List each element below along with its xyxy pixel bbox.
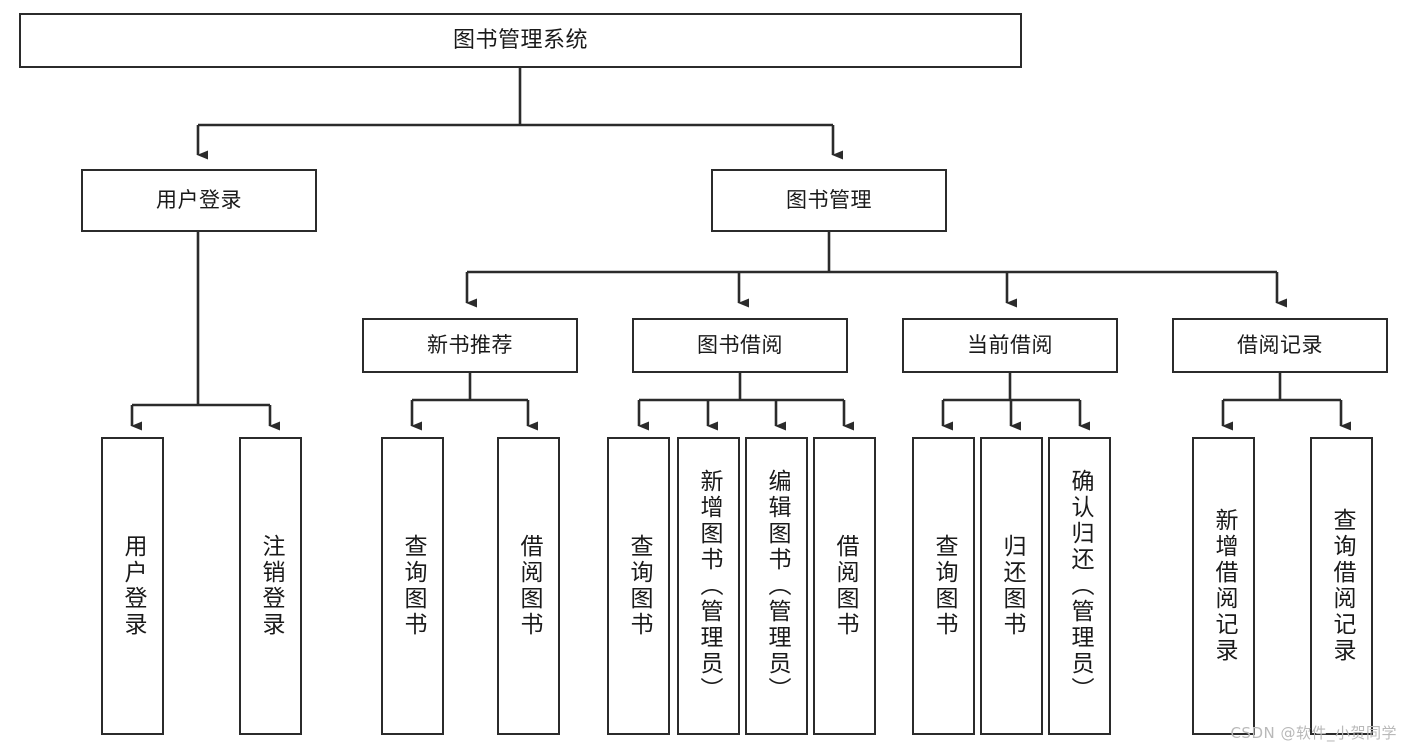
node-root-system[interactable]: 图书管理系统 (19, 13, 1022, 68)
node-label: 查询借阅记录 (1329, 508, 1355, 664)
node-borrow-record[interactable]: 借阅记录 (1172, 318, 1388, 373)
node-label: 当前借阅 (967, 333, 1053, 358)
leaf-record-add-record[interactable]: 新增借阅记录 (1192, 437, 1255, 735)
leaf-user-login-logout[interactable]: 注销登录 (239, 437, 302, 735)
node-label: 借阅记录 (1237, 333, 1323, 358)
node-label: 图书管理系统 (452, 27, 588, 53)
leaf-current-return-book[interactable]: 归还图书 (980, 437, 1043, 735)
leaf-current-query-book[interactable]: 查询图书 (912, 437, 975, 735)
node-label: 借阅图书 (516, 534, 542, 638)
node-label: 查询图书 (626, 534, 652, 638)
node-label: 用户登录 (120, 534, 146, 638)
node-label: 图书管理 (786, 188, 872, 213)
node-book-management[interactable]: 图书管理 (711, 169, 947, 232)
node-label: 确认归还（管理员） (1067, 469, 1093, 703)
node-user-login[interactable]: 用户登录 (81, 169, 317, 232)
node-book-borrow[interactable]: 图书借阅 (632, 318, 848, 373)
node-new-book-recommend[interactable]: 新书推荐 (362, 318, 578, 373)
node-label: 借阅图书 (832, 534, 858, 638)
leaf-new-book-query[interactable]: 查询图书 (381, 437, 444, 735)
node-label: 用户登录 (156, 188, 242, 213)
leaf-user-login-login[interactable]: 用户登录 (101, 437, 164, 735)
leaf-new-book-borrow[interactable]: 借阅图书 (497, 437, 560, 735)
node-current-borrow[interactable]: 当前借阅 (902, 318, 1118, 373)
node-label: 注销登录 (258, 534, 284, 638)
node-label: 查询图书 (400, 534, 426, 638)
node-label: 查询图书 (931, 534, 957, 638)
node-label: 编辑图书（管理员） (764, 469, 790, 703)
node-label: 图书借阅 (697, 333, 783, 358)
node-label: 新增图书（管理员） (696, 469, 722, 703)
leaf-record-query-record[interactable]: 查询借阅记录 (1310, 437, 1373, 735)
leaf-borrow-query-book[interactable]: 查询图书 (607, 437, 670, 735)
leaf-borrow-add-book-admin[interactable]: 新增图书（管理员） (677, 437, 740, 735)
node-label: 新书推荐 (427, 333, 513, 358)
leaf-borrow-borrow-book[interactable]: 借阅图书 (813, 437, 876, 735)
node-label: 归还图书 (999, 534, 1025, 638)
leaf-borrow-edit-book-admin[interactable]: 编辑图书（管理员） (745, 437, 808, 735)
leaf-current-confirm-return-admin[interactable]: 确认归还（管理员） (1048, 437, 1111, 735)
watermark-text: CSDN @软件_小贺同学 (1230, 724, 1397, 742)
node-label: 新增借阅记录 (1211, 508, 1237, 664)
